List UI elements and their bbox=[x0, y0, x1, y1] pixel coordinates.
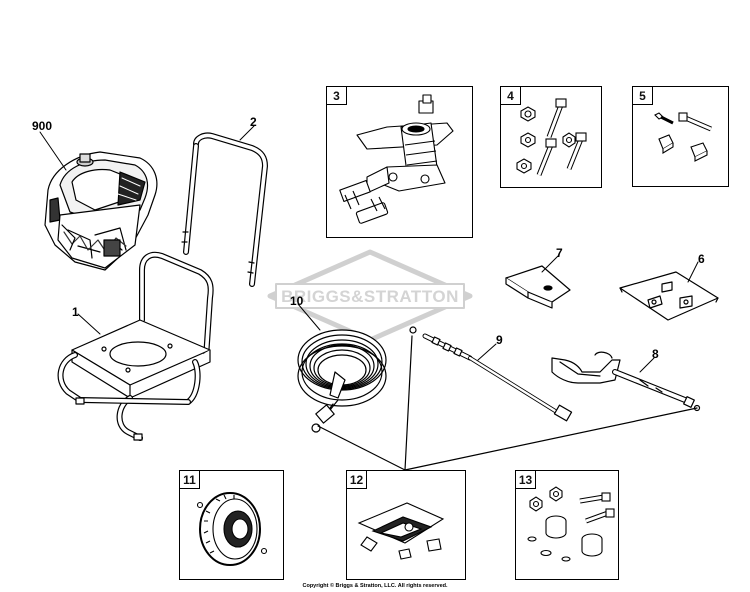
kit-tag-3: 3 bbox=[327, 87, 347, 105]
copyright-notice: Copyright © Briggs & Stratton, LLC. All … bbox=[302, 583, 448, 589]
kit-box-5: 5 bbox=[632, 86, 729, 187]
o-ring-kit-part bbox=[357, 502, 445, 560]
bolt-bumper-kit-part bbox=[527, 486, 615, 562]
kit-box-12: 12 bbox=[346, 470, 466, 580]
callout-9: 9 bbox=[496, 333, 503, 347]
kit-tag-12: 12 bbox=[347, 471, 367, 489]
callout-10: 10 bbox=[290, 294, 304, 308]
watermark-text: BRIGGS&STRATTON bbox=[281, 287, 459, 306]
bolts-kit-part bbox=[516, 98, 587, 176]
callout-8: 8 bbox=[652, 347, 659, 361]
callout-2: 2 bbox=[250, 115, 257, 129]
fittings-bag-part bbox=[619, 271, 719, 321]
kit-tag-5: 5 bbox=[633, 87, 653, 105]
kit-tag-11: 11 bbox=[180, 471, 200, 489]
pump-part bbox=[339, 94, 454, 224]
kit12-leader-lines bbox=[317, 335, 698, 471]
bolt-spacer-kit-part bbox=[654, 112, 712, 162]
leader-lines bbox=[39, 125, 699, 373]
kit-tag-13: 13 bbox=[516, 471, 536, 489]
kit-box-11: 11 bbox=[179, 470, 284, 580]
callout-900: 900 bbox=[32, 119, 53, 133]
wand-part bbox=[409, 326, 573, 422]
callout-7: 7 bbox=[556, 246, 563, 260]
wheel-part bbox=[196, 492, 268, 566]
kit-box-13: 13 bbox=[515, 470, 619, 580]
kit-box-3: 3 bbox=[326, 86, 473, 238]
engine-part bbox=[44, 151, 158, 271]
kit-tag-4: 4 bbox=[501, 87, 521, 105]
callout-6: 6 bbox=[698, 252, 705, 266]
spray-gun-part bbox=[551, 351, 701, 412]
briggs-stratton-watermark: BRIGGS&STRATTON bbox=[267, 249, 473, 343]
callout-1: 1 bbox=[72, 305, 79, 319]
bracket-part bbox=[505, 265, 571, 309]
hose-part bbox=[297, 329, 387, 433]
frame-part bbox=[57, 251, 214, 441]
handle-part bbox=[181, 132, 268, 287]
kit-box-4: 4 bbox=[500, 86, 602, 188]
